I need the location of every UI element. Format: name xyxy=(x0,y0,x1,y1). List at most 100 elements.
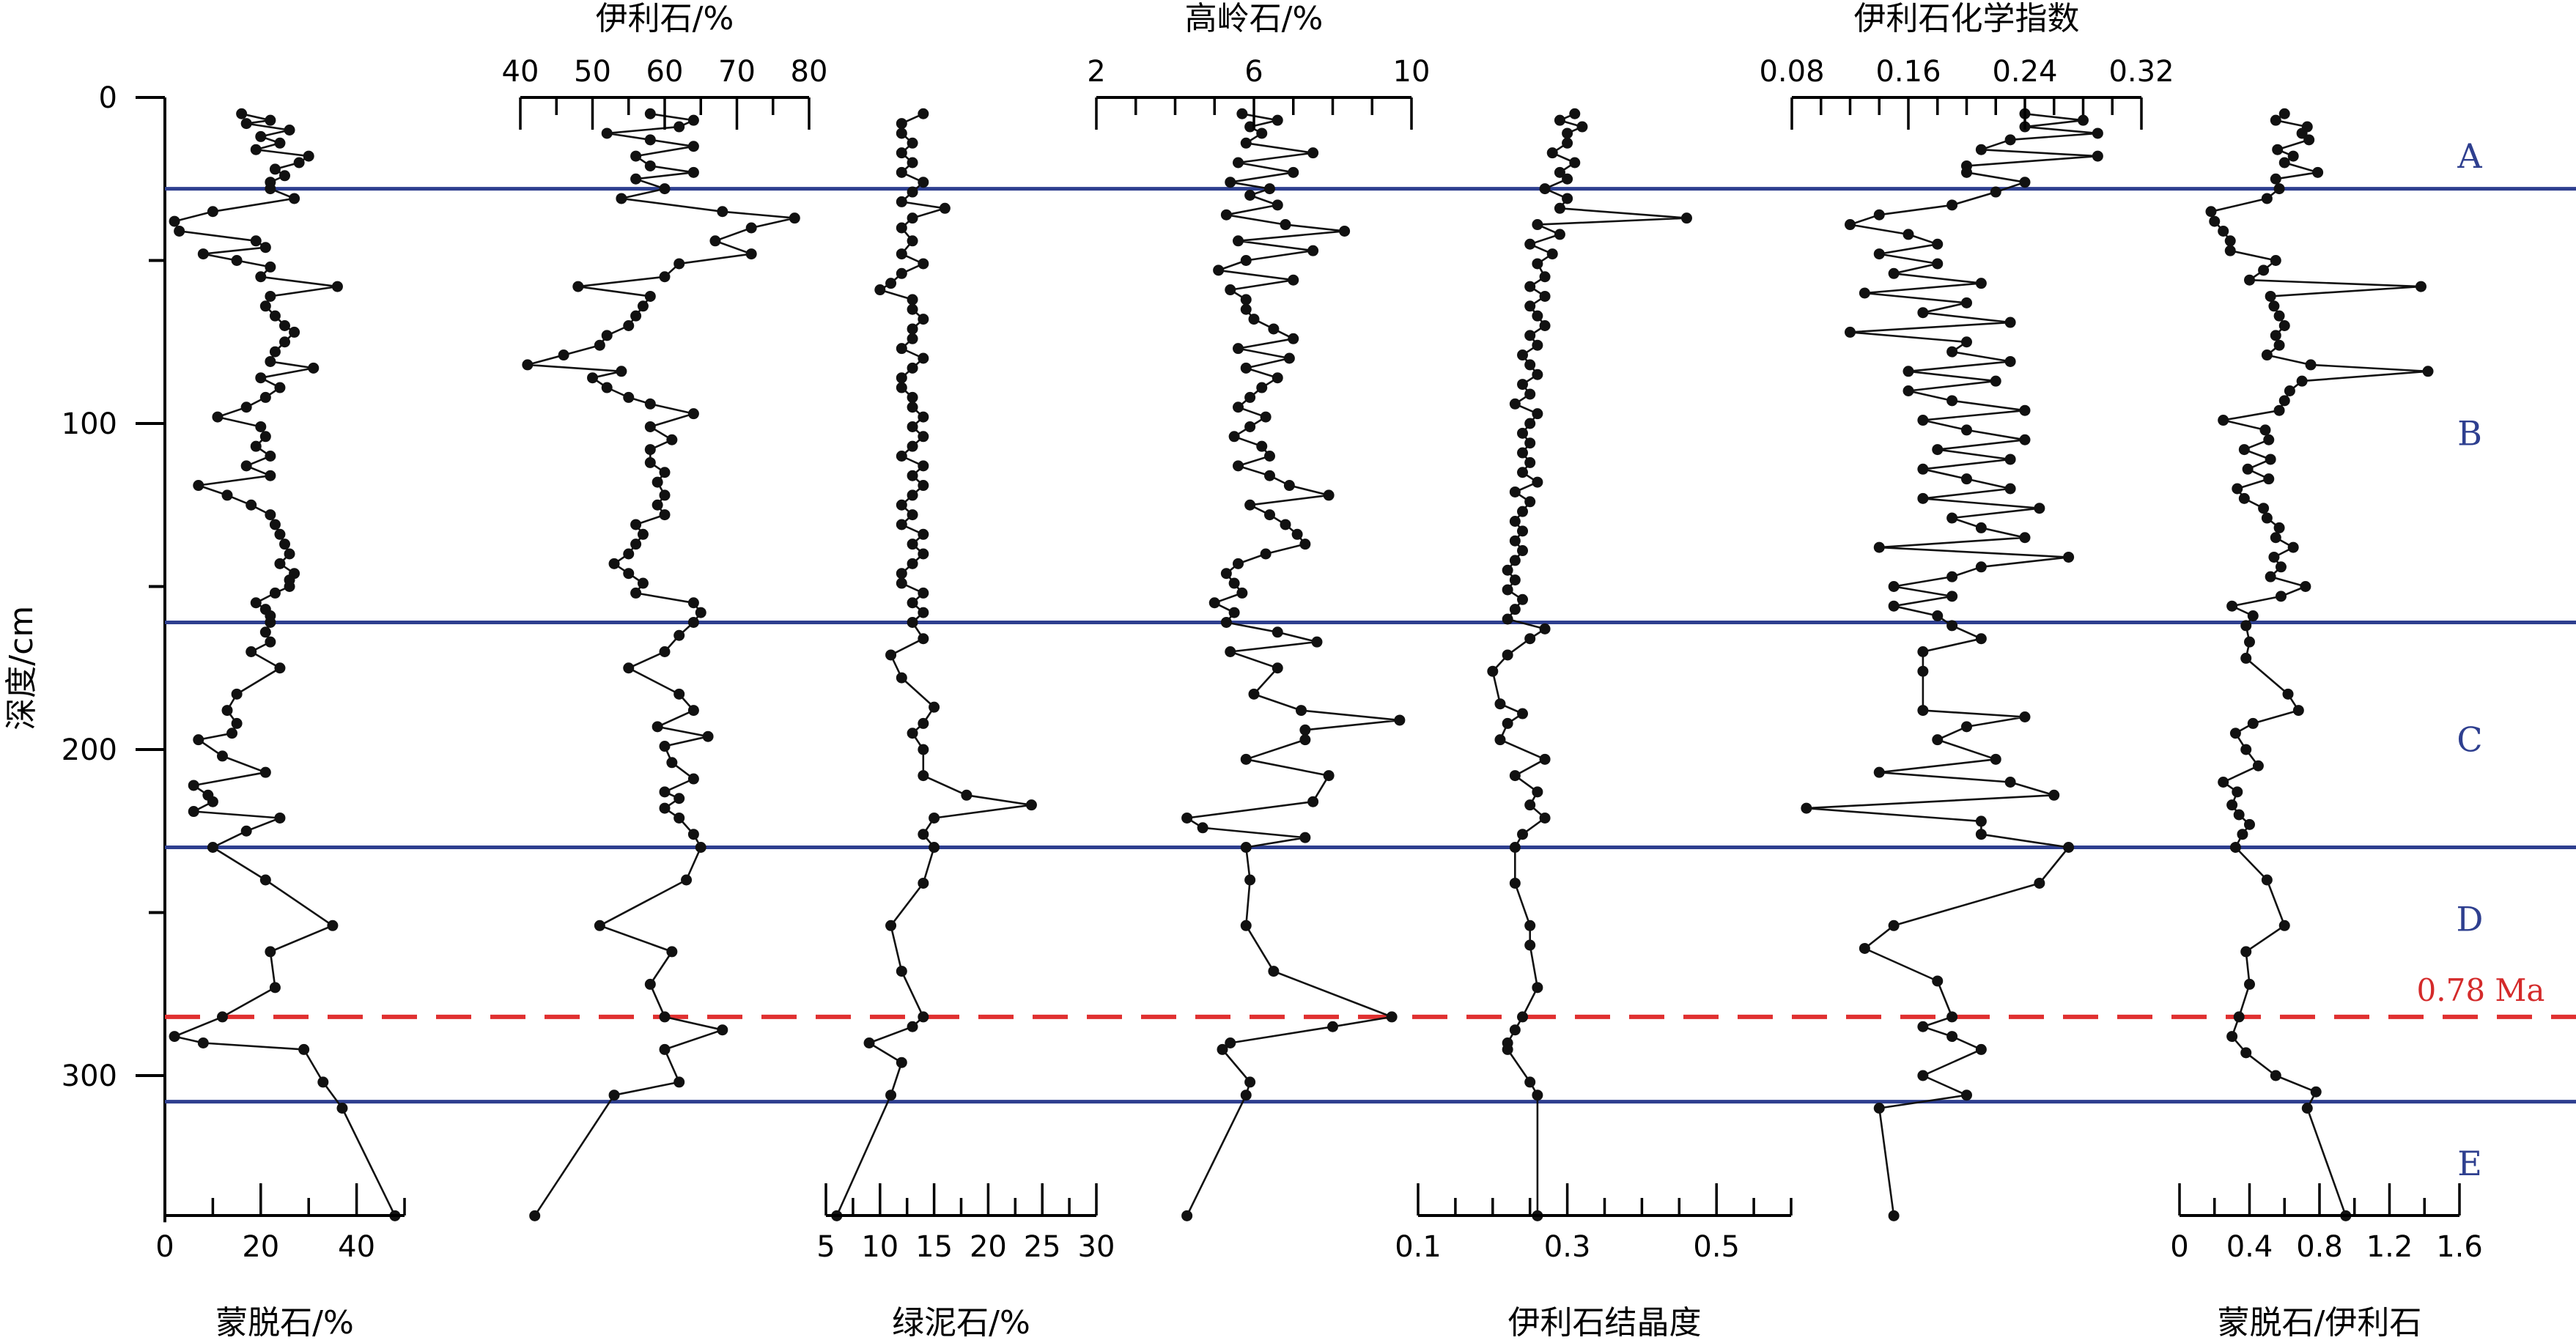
data-point xyxy=(594,339,605,351)
data-point xyxy=(939,202,951,214)
data-point xyxy=(1946,591,1958,602)
data-point xyxy=(907,470,918,481)
axis-title-4: 高岭石/% xyxy=(1185,0,1324,37)
data-point xyxy=(2275,561,2287,573)
axis-tick-label: 0.24 xyxy=(1992,55,2057,89)
data-point xyxy=(1517,525,1529,537)
axis-tick-label: 0.4 xyxy=(2226,1230,2273,1264)
data-point xyxy=(896,519,907,530)
axis-tick-label: 10 xyxy=(861,1230,898,1264)
series-line-1 xyxy=(173,113,396,1216)
axis-tick-label: 0.32 xyxy=(2108,55,2174,89)
data-point xyxy=(1917,463,1929,475)
data-point xyxy=(1307,147,1319,159)
data-point xyxy=(1562,173,1573,185)
data-point xyxy=(695,607,706,618)
data-point xyxy=(1845,326,1856,338)
axis-tick-label: 2 xyxy=(1087,55,1105,89)
data-point xyxy=(644,290,656,302)
data-point xyxy=(907,157,918,169)
data-point xyxy=(659,183,671,195)
data-point xyxy=(226,728,238,739)
data-point xyxy=(255,421,267,432)
data-point xyxy=(1932,238,1944,250)
data-point xyxy=(2232,483,2243,495)
data-point xyxy=(630,519,642,530)
data-point xyxy=(2209,215,2221,227)
data-point xyxy=(907,597,918,609)
data-point xyxy=(265,355,276,367)
data-point xyxy=(2092,150,2103,162)
data-point xyxy=(2233,1011,2245,1023)
data-point xyxy=(1517,467,1529,478)
data-point xyxy=(616,193,627,204)
data-point xyxy=(1562,137,1573,149)
data-point xyxy=(197,1037,209,1048)
data-point xyxy=(221,705,233,717)
data-point xyxy=(1272,372,1283,384)
data-point xyxy=(918,411,929,423)
data-point xyxy=(2019,404,2031,416)
data-point xyxy=(1244,874,1256,886)
data-point xyxy=(2229,728,2241,739)
data-point xyxy=(1576,121,1588,133)
data-point xyxy=(630,587,642,599)
data-point xyxy=(298,1043,310,1055)
data-point xyxy=(637,528,649,540)
depth-tick-label: 300 xyxy=(62,1059,117,1093)
data-point xyxy=(687,705,699,717)
data-point xyxy=(1946,346,1958,358)
axis-tick-label: 0 xyxy=(2170,1230,2188,1264)
data-point xyxy=(1532,219,1543,231)
data-point xyxy=(2263,434,2275,445)
data-point xyxy=(1903,366,1914,377)
data-point xyxy=(907,362,918,374)
data-point xyxy=(2263,473,2275,485)
data-point xyxy=(587,372,598,384)
data-point xyxy=(601,330,613,341)
data-point xyxy=(1256,382,1268,393)
data-point xyxy=(2261,349,2273,361)
data-point xyxy=(1524,939,1536,951)
data-point xyxy=(1524,633,1536,645)
data-point xyxy=(1859,942,1870,954)
data-point xyxy=(259,626,271,638)
data-point xyxy=(644,160,656,171)
data-point xyxy=(293,157,305,169)
data-point xyxy=(1524,456,1536,468)
data-point xyxy=(907,402,918,413)
data-point xyxy=(896,196,907,207)
data-point xyxy=(1680,212,1692,224)
data-point xyxy=(2273,339,2285,351)
data-point xyxy=(907,509,918,521)
data-point xyxy=(1299,832,1311,843)
data-point xyxy=(717,1024,728,1036)
data-point xyxy=(2247,717,2259,729)
data-point xyxy=(673,258,685,270)
data-point xyxy=(918,770,929,782)
data-point xyxy=(652,721,663,733)
data-point xyxy=(1299,724,1311,736)
data-point xyxy=(255,130,267,142)
data-point xyxy=(558,349,569,361)
data-point xyxy=(1240,303,1252,315)
data-point xyxy=(1546,248,1558,260)
data-point xyxy=(1532,258,1543,270)
axis-title-2: 伊利石/% xyxy=(596,0,734,37)
data-point xyxy=(896,222,907,234)
data-point xyxy=(659,509,671,521)
data-point xyxy=(2273,522,2285,533)
data-point xyxy=(789,212,800,224)
data-point xyxy=(1532,310,1543,322)
data-point xyxy=(1532,1089,1543,1101)
data-point xyxy=(246,646,257,657)
data-point xyxy=(673,1076,685,1088)
data-point xyxy=(1509,877,1521,889)
data-point xyxy=(1539,753,1551,765)
data-point xyxy=(687,597,699,609)
data-point xyxy=(221,489,233,501)
axis-title-5: 伊利石结晶度 xyxy=(1508,1304,1702,1342)
axis-tick-label: 0.1 xyxy=(1395,1230,1442,1264)
data-point xyxy=(255,271,267,283)
data-point xyxy=(2205,206,2217,218)
